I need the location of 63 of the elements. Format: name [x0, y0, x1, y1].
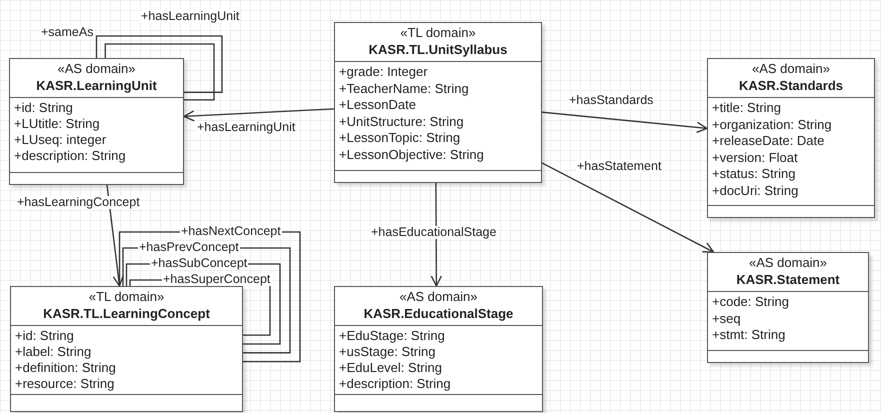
- class-name: KASR.Statement: [736, 271, 840, 288]
- class-name: KASR.LearningUnit: [36, 77, 157, 94]
- attribute-text: +code: String: [712, 294, 790, 310]
- edge-label: +hasLearningUnit: [140, 10, 240, 23]
- attribute-text: +resource: String: [15, 376, 116, 392]
- edge-label: +hasLearningConcept: [16, 196, 141, 209]
- attribute-text: +organization: String: [712, 116, 833, 133]
- attribute-text: +status: String: [712, 166, 796, 182]
- attribute-text: +version: Float: [712, 150, 799, 166]
- edge-label: +hasLearningUnit: [196, 121, 296, 134]
- attribute-text: +id: String: [15, 328, 75, 344]
- attribute-text: +grade: Integer: [339, 64, 429, 80]
- association-line: [106, 184, 124, 287]
- attribute-text: +LUseq: integer: [14, 132, 108, 148]
- attribute-text: +EduLevel: String: [339, 360, 443, 376]
- edge-label: +hasEducationalStage: [370, 226, 498, 239]
- stereotype-text: «AS domain»: [752, 61, 830, 77]
- edge-label: +hasSubConcept: [150, 257, 248, 270]
- class-box: [10, 286, 243, 412]
- class-box: [334, 286, 543, 412]
- association-line: [542, 112, 708, 134]
- edge-label: +hasStandards: [568, 94, 654, 107]
- stereotype-text: «AS domain»: [57, 61, 136, 77]
- attribute-text: +id: String: [14, 100, 74, 116]
- edge-label: +sameAs: [40, 26, 94, 39]
- association-line: [430, 183, 442, 287]
- edge-label: +hasSuperConcept: [162, 273, 272, 286]
- attribute-text: +description: String: [14, 148, 127, 164]
- attribute-text: +docUri: String: [712, 182, 800, 199]
- attribute-text: +TeacherName: String: [339, 80, 470, 97]
- attribute-text: +title: String: [712, 100, 782, 116]
- attribute-text: +usStage: String: [339, 344, 436, 360]
- edge-label: +hasPrevConcept: [138, 241, 240, 254]
- class-box: [334, 22, 542, 183]
- attribute-text: +LessonDate: [339, 97, 417, 114]
- attribute-text: +label: String: [15, 344, 92, 360]
- attribute-text: +stmt: String: [712, 327, 786, 344]
- association-line: [96, 35, 223, 93]
- attribute-text: +releaseDate: Date: [712, 133, 826, 150]
- stereotype-text: «TL domain»: [400, 25, 476, 41]
- class-name: KASR.EducationalStage: [364, 305, 514, 322]
- attribute-text: +seq: [712, 310, 742, 327]
- stereotype-text: «TL domain»: [88, 289, 164, 305]
- stereotype-text: «AS domain»: [748, 255, 828, 271]
- attribute-text: +EduStage: String: [339, 328, 446, 344]
- association-line: [104, 43, 215, 101]
- attribute-text: +LessonObjective: String: [339, 146, 485, 163]
- class-name: KASR.TL.LearningConcept: [43, 305, 210, 322]
- class-box: [707, 252, 869, 363]
- attribute-text: +definition: String: [15, 360, 117, 376]
- attribute-text: +UnitStructure: String: [339, 114, 465, 130]
- class-box: [707, 58, 875, 218]
- attribute-text: +LessonTopic: String: [339, 130, 462, 146]
- class-name: KASR.Standards: [738, 77, 844, 94]
- association-line: [542, 162, 714, 253]
- edge-label: +hasNextConcept: [180, 225, 282, 238]
- edge-label: +hasStatement: [576, 160, 662, 173]
- stereotype-text: «AS domain»: [399, 289, 478, 305]
- attribute-text: +description: String: [339, 376, 452, 392]
- attribute-text: +LUtitle: String: [14, 116, 101, 132]
- class-name: KASR.TL.UnitSyllabus: [368, 41, 508, 58]
- association-line: [183, 108, 334, 122]
- class-box: [9, 58, 184, 185]
